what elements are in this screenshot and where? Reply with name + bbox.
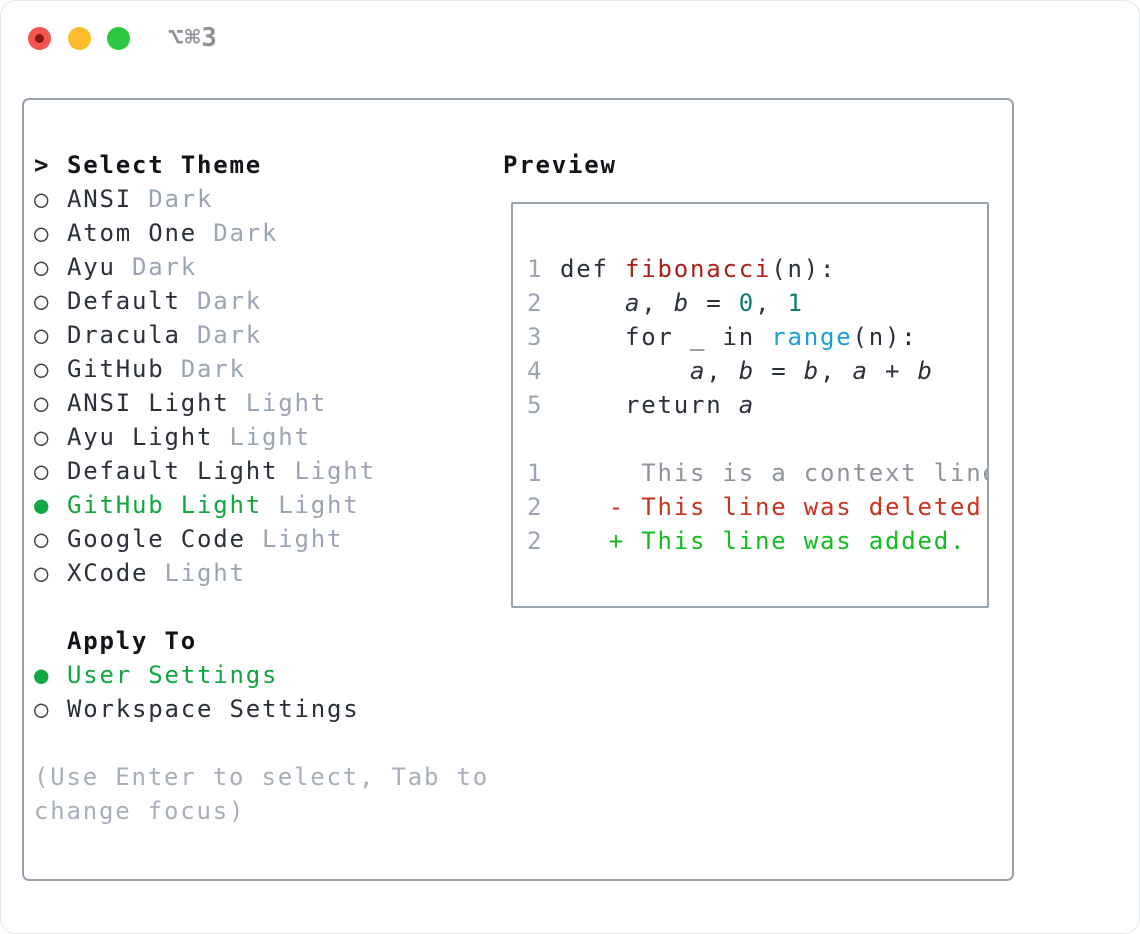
theme-option-ayu[interactable]: ○Ayu Dark <box>34 250 489 284</box>
theme-option-github-light[interactable]: ●GitHub Light Light <box>34 488 489 522</box>
keyboard-hint-line: (Use Enter to select, Tab to <box>34 763 489 791</box>
theme-list: ○ANSI Dark○Atom One Dark○Ayu Dark○Defaul… <box>34 182 489 590</box>
radio-icon: ● <box>34 491 49 519</box>
line-number: 2 <box>527 527 542 555</box>
theme-option-atom-one[interactable]: ○Atom One Dark <box>34 216 489 250</box>
spacer <box>34 726 489 760</box>
radio-icon: ○ <box>34 321 49 349</box>
theme-picker-left-column: >Select Theme ○ANSI Dark○Atom One Dark○A… <box>34 148 489 828</box>
select-theme-header-label: Select Theme <box>67 151 262 179</box>
theme-option-ansi-light[interactable]: ○ANSI Light Light <box>34 386 489 420</box>
theme-option-default-light[interactable]: ○Default Light Light <box>34 454 489 488</box>
line-number: 3 <box>527 323 542 351</box>
radio-icon: ○ <box>34 389 49 417</box>
theme-option-google-code[interactable]: ○Google Code Light <box>34 522 489 556</box>
line-number: 2 <box>527 289 542 317</box>
theme-option-ansi[interactable]: ○ANSI Dark <box>34 182 489 216</box>
apply-to-header: Apply To <box>34 624 489 658</box>
apply-option-user-settings[interactable]: ●User Settings <box>34 658 489 692</box>
code-line: 4 a, b = b, a + b <box>527 354 987 388</box>
keyboard-hint-line: change focus) <box>34 797 246 825</box>
radio-icon: ○ <box>34 559 49 587</box>
radio-icon: ○ <box>34 695 49 723</box>
window-title: ⌥⌘3 <box>168 23 218 53</box>
theme-option-dracula[interactable]: ○Dracula Dark <box>34 318 489 352</box>
radio-icon: ○ <box>34 355 49 383</box>
radio-icon: ○ <box>34 253 49 281</box>
titlebar: ⌥⌘3 <box>1 1 1139 75</box>
radio-icon: ○ <box>34 287 49 315</box>
line-number: 1 <box>527 255 542 283</box>
close-button[interactable] <box>28 27 51 50</box>
line-number: 2 <box>527 493 542 521</box>
radio-icon: ○ <box>34 185 49 213</box>
select-theme-header: > Select Theme <box>34 148 489 182</box>
apply-to-header-label: Apply To <box>67 627 197 655</box>
theme-option-default[interactable]: ○Default Dark <box>34 284 489 318</box>
minimize-button[interactable] <box>68 27 91 50</box>
theme-option-xcode[interactable]: ○XCode Light <box>34 556 489 590</box>
preview-header: Preview <box>503 151 617 179</box>
code-line: 5 return a <box>527 388 987 422</box>
line-number: 1 <box>527 459 542 487</box>
apply-option-workspace-settings[interactable]: ○Workspace Settings <box>34 692 489 726</box>
apply-to-list: ●User Settings○Workspace Settings <box>34 658 489 726</box>
radio-icon: ● <box>34 661 49 689</box>
diff-line-added: 2 + This line was added. <box>527 524 987 558</box>
cursor-prompt-icon: > <box>34 151 49 179</box>
theme-option-github[interactable]: ○GitHub Dark <box>34 352 489 386</box>
radio-icon: ○ <box>34 525 49 553</box>
theme-picker-panel: >Select Theme ○ANSI Dark○Atom One Dark○A… <box>22 98 1014 881</box>
radio-icon: ○ <box>34 423 49 451</box>
radio-icon: ○ <box>34 457 49 485</box>
diff-line-context: 1 This is a context line. <box>527 456 987 490</box>
line-number: 4 <box>527 357 542 385</box>
spacer <box>34 590 489 624</box>
spacer <box>527 422 987 456</box>
theme-option-ayu-light[interactable]: ○Ayu Light Light <box>34 420 489 454</box>
line-number: 5 <box>527 391 542 419</box>
code-line: 2 a, b = 0, 1 <box>527 286 987 320</box>
keyboard-hint: (Use Enter to select, Tab to change focus… <box>34 760 489 828</box>
code-line: 3 for _ in range(n): <box>527 320 987 354</box>
radio-icon: ○ <box>34 219 49 247</box>
maximize-button[interactable] <box>107 27 130 50</box>
diff-line-deleted: 2 - This line was deleted. <box>527 490 987 524</box>
